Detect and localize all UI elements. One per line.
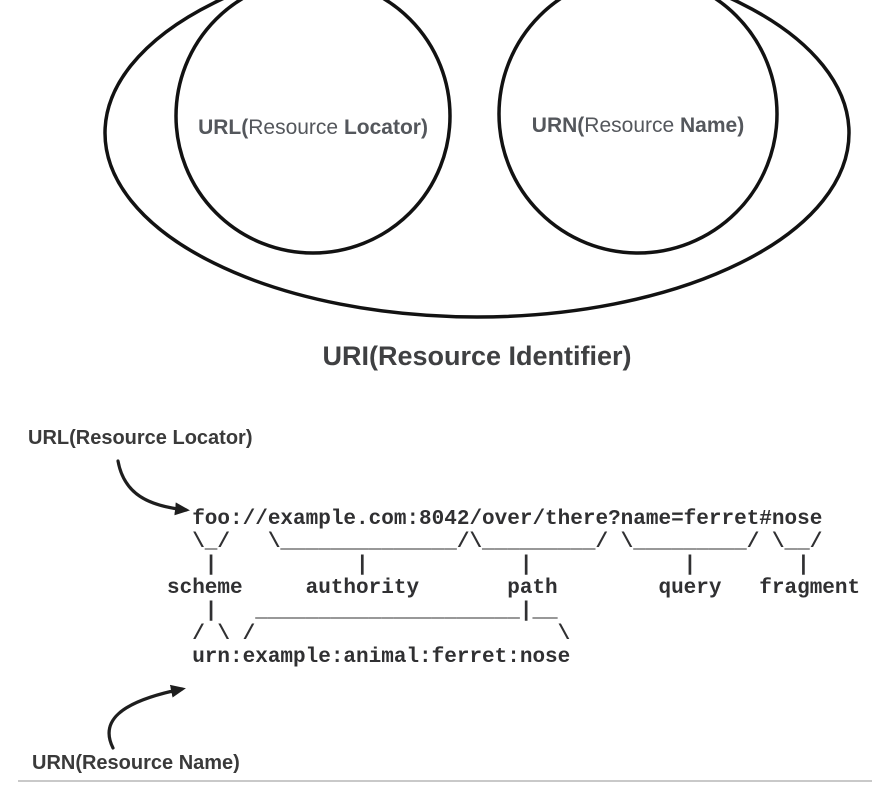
uri-outer-ellipse [103, 0, 851, 319]
urn-label-bold-suffix: Name) [680, 114, 745, 137]
urn-circle-label: URN(Resource Name) [532, 114, 744, 138]
url-arrow [116, 459, 190, 516]
urn-arrow [107, 684, 186, 750]
urn-label-bold-prefix: URN( [531, 114, 585, 137]
url-pointer-label: URL(Resource Locator) [28, 427, 253, 449]
urn-pointer-label: URN(Resource Name) [32, 752, 240, 774]
uri-ascii-art: foo://example.com:8042/over/there?name=f… [167, 508, 861, 669]
url-circle-label: URL(Resource Locator) [198, 116, 428, 140]
venn-title: URI(Resource Identifier) [322, 341, 632, 371]
urn-label-regular: Resource [584, 114, 681, 137]
url-label-regular: Resource [248, 116, 344, 139]
url-label-bold-prefix: URL( [198, 116, 249, 139]
bottom-divider [18, 780, 872, 782]
uri-venn-diagram [103, 0, 851, 319]
url-circle [174, 0, 452, 255]
url-label-bold-suffix: Locator) [343, 116, 428, 139]
urn-circle [497, 0, 779, 255]
